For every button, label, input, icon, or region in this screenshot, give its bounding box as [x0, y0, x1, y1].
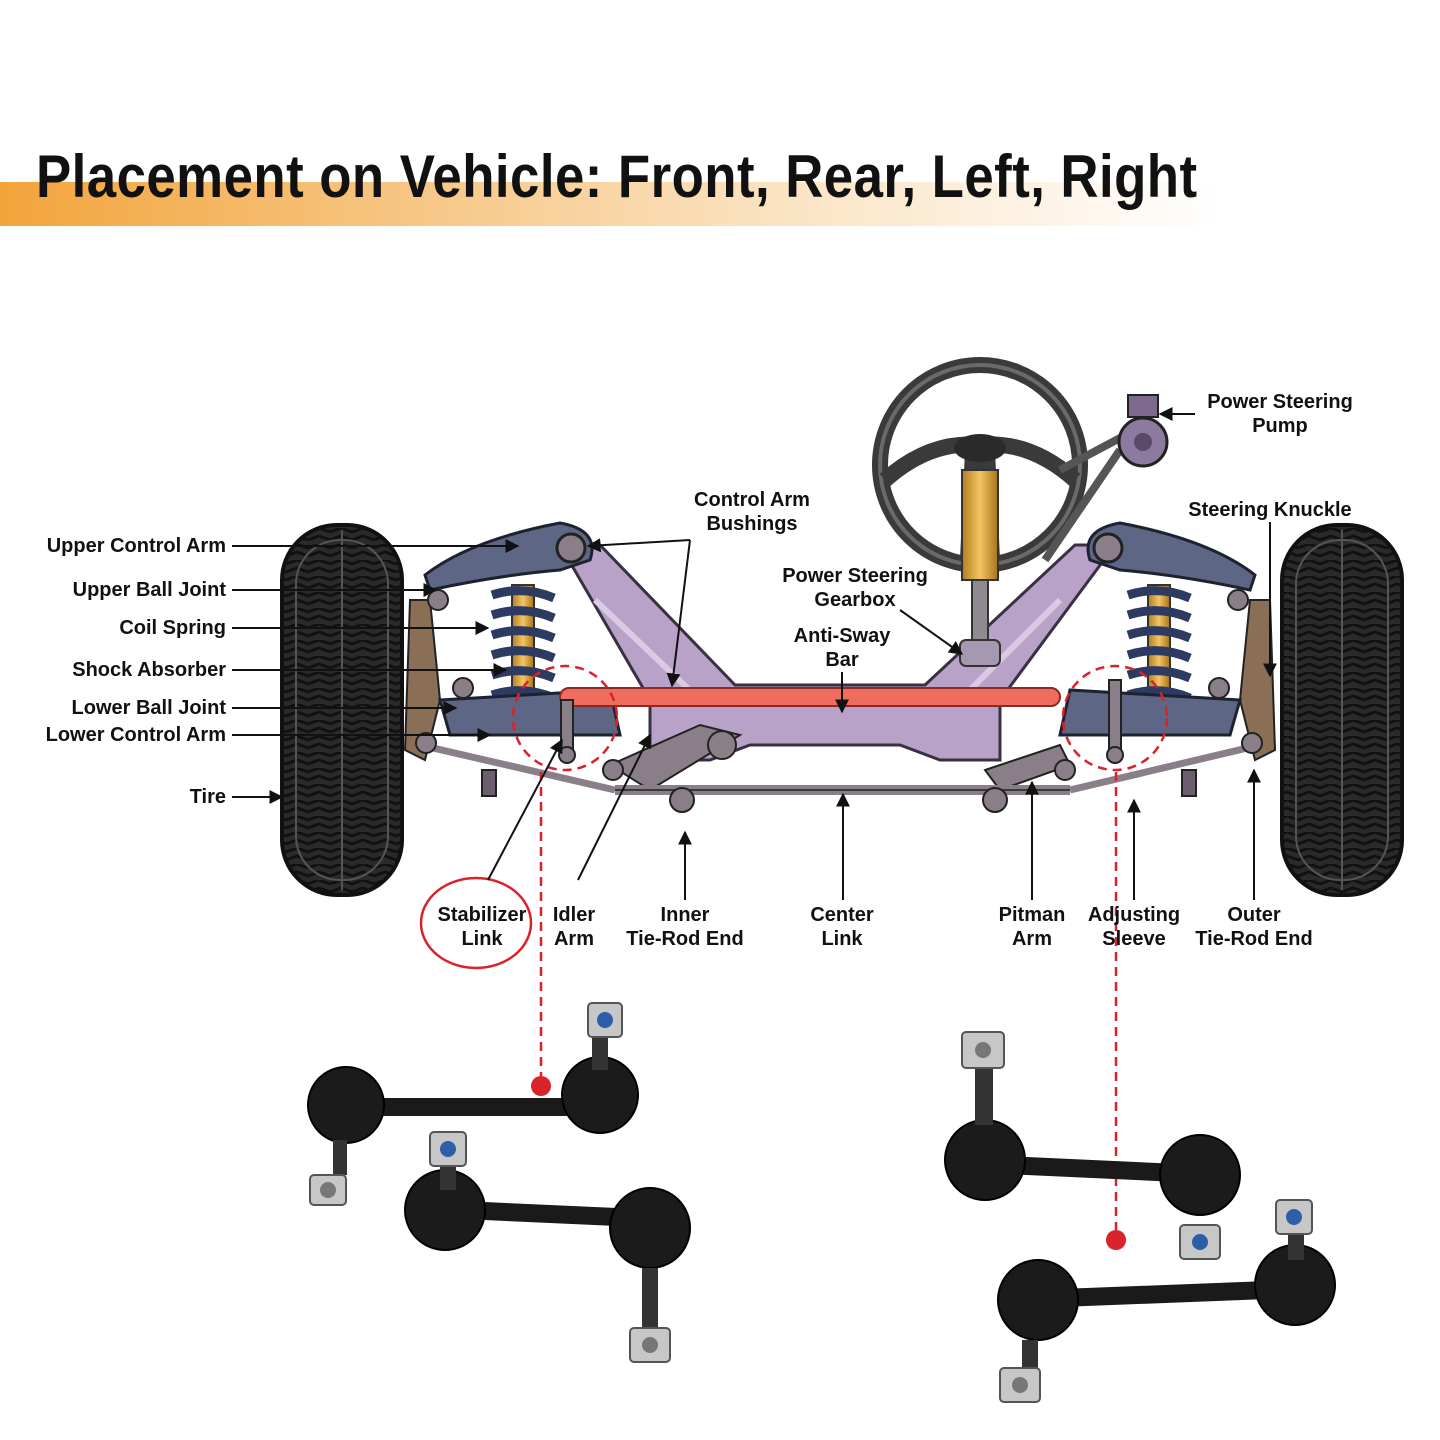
product-link-right-1	[944, 1031, 1241, 1260]
label-inner-tie-rod-end: Inner Tie-Rod End	[626, 904, 744, 950]
label-power-steering-pump: Power Steering Pump	[1207, 391, 1353, 437]
label-control-arm-bushings: Control Arm Bushings	[694, 489, 810, 535]
stabilizer-links	[558, 679, 1124, 764]
label-power-steering-gearbox: Power Steering Gearbox	[782, 565, 928, 611]
right-tire	[1280, 523, 1404, 897]
left-tire	[280, 523, 404, 897]
label-upper-ball-joint: Upper Ball Joint	[72, 579, 226, 601]
label-shock-absorber: Shock Absorber	[72, 659, 226, 681]
stabilizer-highlight	[419, 664, 1169, 1236]
label-adjusting-sleeve: Adjusting Sleeve	[1087, 904, 1181, 950]
tie-rods	[415, 732, 1263, 797]
center-link	[615, 785, 1070, 813]
label-upper-control-arm: Upper Control Arm	[46, 535, 226, 557]
right-link-marker	[1106, 1230, 1126, 1250]
label-pitman-arm: Pitman Arm	[998, 904, 1066, 950]
label-lower-ball-joint: Lower Ball Joint	[71, 697, 226, 719]
left-link-marker	[531, 1076, 551, 1096]
idler-pitman-arms	[602, 723, 1076, 792]
leader-lines	[232, 407, 1277, 900]
product-link-left-1	[307, 1002, 639, 1206]
label-center-link: Center Link	[810, 904, 874, 950]
label-stabilizer-link: Stabilizer Link	[437, 904, 527, 950]
label-outer-tie-rod-end: Outer Tie-Rod End	[1195, 904, 1313, 950]
power-steering-pump	[1041, 394, 1169, 563]
label-coil-spring: Coil Spring	[119, 617, 226, 639]
title-accent-band	[0, 182, 1440, 226]
product-link-left-2	[404, 1131, 691, 1363]
label-steering-knuckle: Steering Knuckle	[1188, 499, 1352, 521]
page-title: Placement on Vehicle: Front, Rear, Left,…	[36, 143, 1198, 210]
product-link-right-2	[997, 1199, 1336, 1403]
label-idler-arm: Idler Arm	[552, 904, 596, 950]
coil-springs	[490, 584, 1192, 703]
anti-sway-bar	[559, 687, 1061, 707]
label-lower-control-arm: Lower Control Arm	[45, 724, 226, 746]
label-anti-sway-bar: Anti-Sway Bar	[793, 625, 891, 671]
steering-column	[959, 469, 1001, 667]
label-tire: Tire	[189, 786, 226, 808]
steering-knuckles	[403, 589, 1277, 762]
